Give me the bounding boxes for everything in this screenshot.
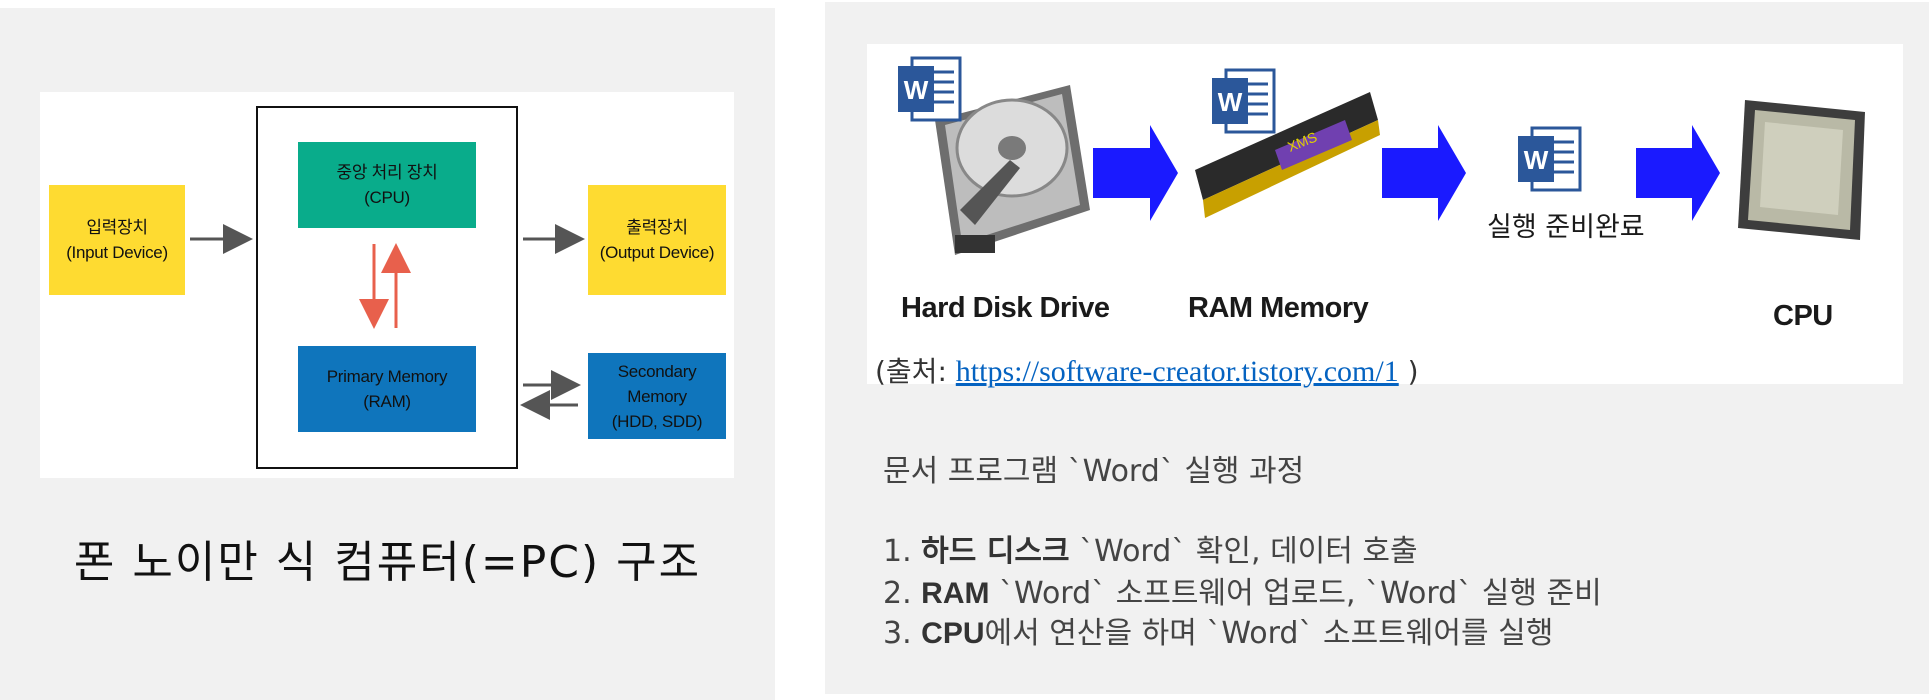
description-title: 문서 프로그램 `Word` 실행 과정 [883, 446, 1304, 490]
word-document-icon: W [1518, 128, 1580, 190]
step-number: 3. [883, 616, 921, 651]
source-citation: (출처: https://software-creator.tistory.co… [875, 350, 1419, 390]
source-prefix: (출처: [875, 355, 956, 388]
step-keyword: RAM [921, 577, 989, 610]
source-link[interactable]: https://software-creator.tistory.com/1 [956, 355, 1399, 388]
svg-text:W: W [904, 75, 929, 105]
flow-arrow [1636, 125, 1720, 221]
ready-to-run-label: 실행 준비완료 [1487, 205, 1645, 244]
flow-arrow [1382, 125, 1466, 221]
step-text: `Word` 소프트웨어 업로드, `Word` 실행 준비 [990, 576, 1602, 611]
step-keyword: 하드 디스크 [921, 534, 1069, 569]
step-item: 1. 하드 디스크 `Word` 확인, 데이터 호출 [883, 526, 1418, 570]
hdd-label: Hard Disk Drive [901, 292, 1110, 325]
word-document-icon: W [898, 58, 960, 120]
word-document-icon: W [1212, 70, 1274, 132]
step-text: `Word` 확인, 데이터 호출 [1070, 534, 1418, 569]
step-item: 3. CPU에서 연산을 하며 `Word` 소프트웨어를 실행 [883, 608, 1553, 652]
step-text: 에서 연산을 하며 `Word` 소프트웨어를 실행 [985, 616, 1554, 651]
cpu-chip-photo [1738, 100, 1865, 240]
step-item: 2. RAM `Word` 소프트웨어 업로드, `Word` 실행 준비 [883, 568, 1602, 612]
step-keyword: CPU [921, 617, 984, 650]
cpu-label: CPU [1773, 300, 1833, 333]
flow-arrow [1093, 125, 1178, 221]
ram-label: RAM Memory [1188, 292, 1368, 325]
svg-text:W: W [1524, 145, 1549, 175]
step-number: 1. [883, 534, 921, 569]
step-number: 2. [883, 576, 921, 611]
svg-text:W: W [1218, 87, 1243, 117]
source-suffix: ) [1399, 355, 1419, 388]
